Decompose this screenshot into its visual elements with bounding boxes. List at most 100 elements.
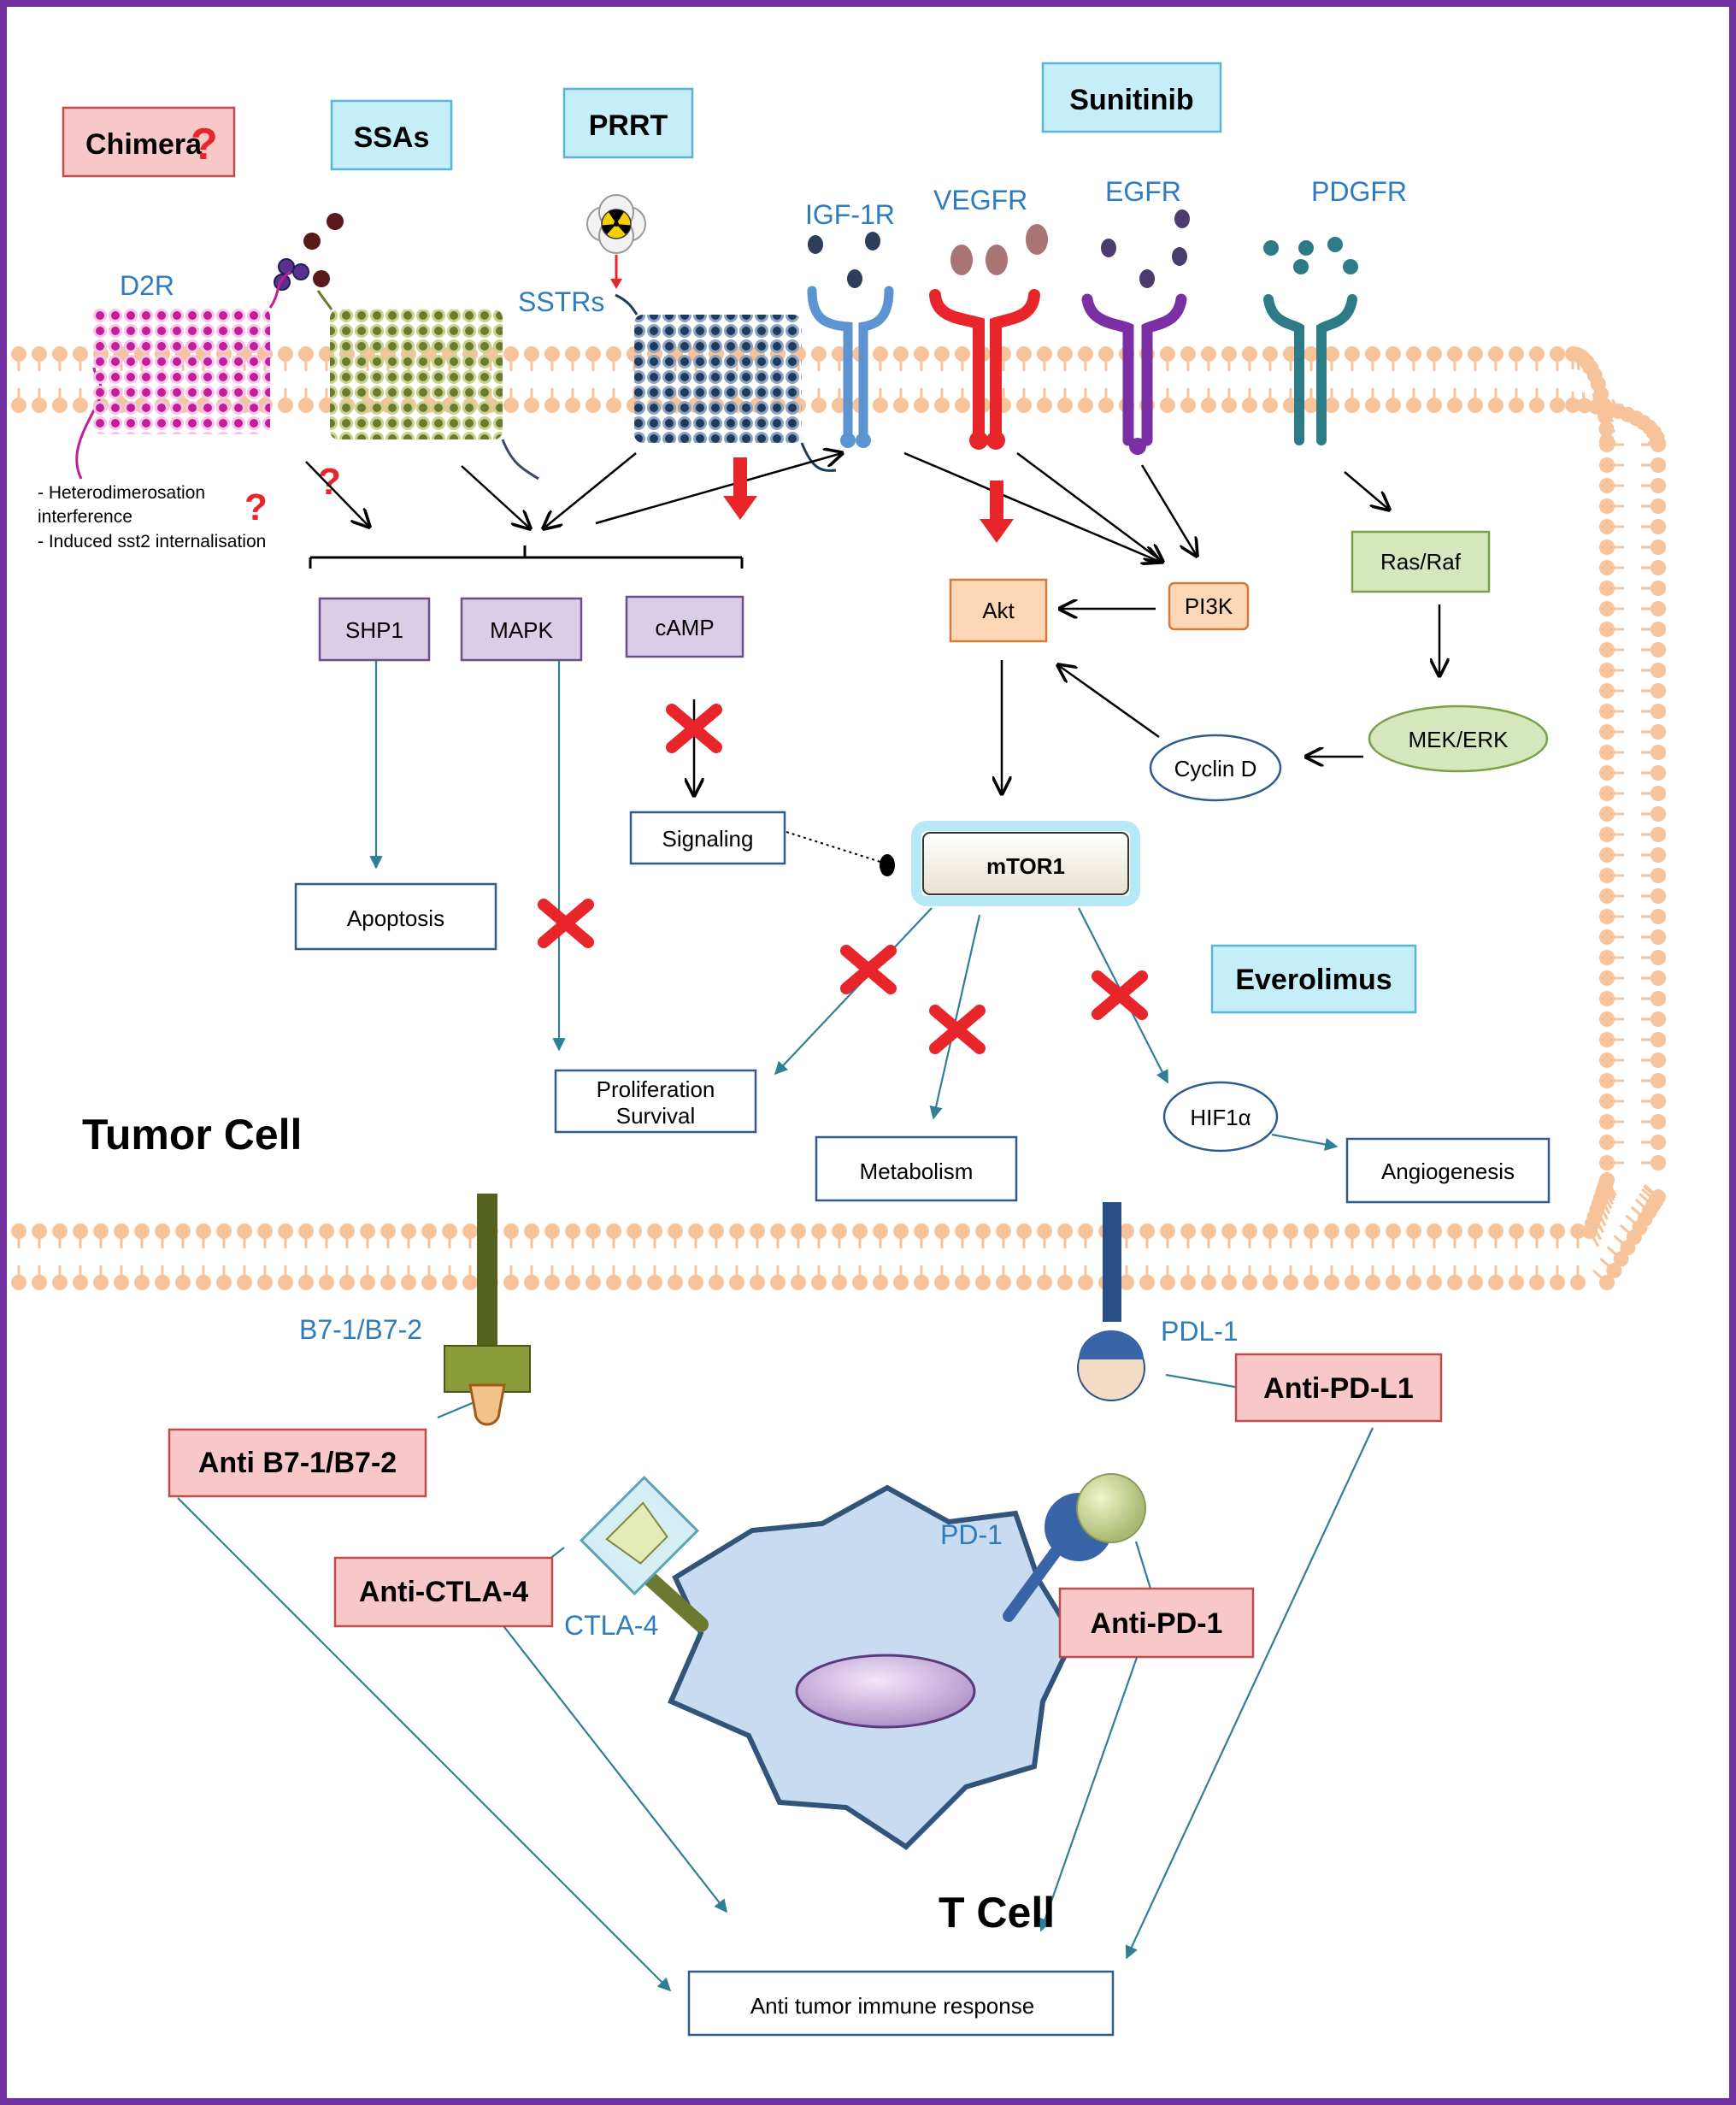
sstr-receptor	[615, 293, 837, 472]
anti-ctla4-label: Anti-CTLA-4	[359, 1576, 528, 1608]
lipid-tail	[1625, 1214, 1641, 1229]
x-camp	[666, 704, 722, 753]
hif1a-text: HIF1α	[1190, 1105, 1251, 1130]
inhibition-arrows	[723, 457, 1014, 543]
pdgfr-label: PDGFR	[1311, 176, 1407, 207]
ssa-receptor	[316, 290, 539, 481]
angiogenesis-node: Angiogenesis	[1345, 1137, 1551, 1204]
anti-pdl1-label: Anti-PD-L1	[1263, 1372, 1414, 1405]
mtor1-text: mTOR1	[986, 853, 1065, 879]
igf1r-receptor	[807, 286, 894, 448]
angiogenesis-text: Angiogenesis	[1381, 1159, 1515, 1184]
egf-ligands	[1101, 209, 1190, 288]
lipid-tail	[1591, 1223, 1603, 1241]
note-heterodimerisation: - Heterodimerosation	[38, 483, 205, 503]
pdgf-ligands	[1263, 237, 1358, 274]
signal-arrows	[305, 453, 1439, 795]
chimera-drug-box: Chimera ?	[62, 106, 236, 178]
lipid-tail	[1595, 1209, 1607, 1227]
pdgfr-receptor	[1263, 294, 1357, 445]
prolif1-text: Proliferation	[597, 1076, 715, 1102]
antitumor-text: Anti tumor immune response	[750, 1993, 1034, 2019]
pdl1-ligand	[1077, 1202, 1145, 1401]
lipid-tail	[1613, 1235, 1629, 1249]
lipid-tail	[1581, 392, 1586, 406]
vegfr-label: VEGFR	[933, 185, 1027, 215]
anti-pd1-drug-box: Anti-PD-1	[1058, 1587, 1255, 1659]
convergence-bracket	[309, 545, 744, 569]
cyclind-text: Cyclin D	[1174, 756, 1257, 781]
x-proliferation	[840, 945, 897, 994]
shp1-text: SHP1	[345, 617, 403, 643]
rasraf-node: Ras/Raf	[1351, 530, 1491, 593]
anti-pdl1-drug-box: Anti-PD-L1	[1234, 1353, 1443, 1423]
lipid-tail	[1593, 1216, 1604, 1234]
d2r-receptor	[75, 270, 291, 480]
ssa-ligands	[274, 213, 344, 291]
camp-node: cAMP	[625, 595, 744, 658]
lipid-tail	[1620, 403, 1629, 416]
chimera-question-mark: ?	[191, 120, 218, 169]
prrt-label: PRRT	[589, 109, 668, 142]
lipid-tail	[1604, 415, 1615, 423]
lipid-tail	[1643, 1183, 1659, 1199]
sunitinib-label: Sunitinib	[1069, 84, 1193, 116]
mapk-node: MAPK	[460, 597, 583, 662]
anti-ctla4-drug-box: Anti-CTLA-4	[333, 1556, 554, 1628]
mekerk-node: MEK/ERK	[1368, 705, 1549, 773]
note-interference: interference	[38, 507, 132, 527]
lipid-tail	[1630, 1206, 1646, 1220]
vegfr-receptor	[929, 289, 1040, 450]
lipid-tail	[1588, 1230, 1600, 1247]
lipid-tail	[1605, 427, 1615, 433]
tumor-cell-label: Tumor Cell	[82, 1111, 302, 1159]
metabolism-text: Metabolism	[860, 1159, 974, 1184]
shp1-node: SHP1	[318, 597, 431, 662]
lipid-tail	[1598, 1203, 1609, 1220]
lipid-tail	[1627, 408, 1638, 420]
vegf-ligands	[950, 224, 1048, 275]
note-internalisation: - Induced sst2 internalisation	[38, 532, 266, 551]
block-x-marks	[538, 704, 1148, 1054]
t-cell-label: T Cell	[939, 1889, 1055, 1937]
lipid-tail	[1647, 441, 1659, 445]
mtor1-node: mTOR1	[911, 821, 1140, 906]
metabolism-node: Metabolism	[815, 1135, 1018, 1202]
cyclind-node: Cyclin D	[1149, 734, 1282, 802]
camp-text: cAMP	[655, 615, 714, 640]
lipid-tail	[1619, 1223, 1635, 1239]
lipid-tail	[1639, 420, 1651, 429]
akt-node: Akt	[949, 578, 1048, 643]
b7-label: B7-1/B7-2	[299, 1314, 422, 1345]
x-metabolism	[929, 1005, 986, 1054]
lipid-tail	[1606, 439, 1616, 444]
egfr-label: EGFR	[1105, 176, 1181, 207]
question-mark-2: ?	[244, 486, 268, 528]
anti-tumor-response-node: Anti tumor immune response	[687, 1970, 1115, 2037]
anti-pd1-label: Anti-PD-1	[1091, 1607, 1223, 1640]
everolimus-drug-box: Everolimus	[1210, 944, 1417, 1014]
lipid-tail	[1611, 398, 1620, 412]
rasraf-text: Ras/Raf	[1380, 549, 1462, 575]
radionuclide-icon	[586, 194, 646, 289]
mapk-text: MAPK	[490, 617, 553, 643]
everolimus-label: Everolimus	[1235, 964, 1392, 996]
akt-text: Akt	[982, 598, 1015, 623]
chimera-label: Chimera	[85, 128, 203, 161]
b7-ligand	[444, 1194, 531, 1426]
t-cell	[579, 1473, 1146, 1850]
igf1r-label: IGF-1R	[805, 199, 895, 230]
prolif2-text: Survival	[616, 1103, 695, 1129]
ssas-label: SSAs	[354, 121, 430, 154]
signaling-text: Signaling	[662, 826, 754, 852]
prrt-drug-box: PRRT	[562, 87, 694, 159]
lipid-tail	[1606, 1246, 1622, 1260]
egfr-receptor	[1081, 293, 1187, 455]
apoptosis-node: Apoptosis	[294, 882, 497, 951]
lipid-tail	[1605, 1179, 1617, 1196]
signaling-inhibition-line	[786, 831, 881, 863]
hif1a-node: HIF1α	[1162, 1081, 1279, 1153]
